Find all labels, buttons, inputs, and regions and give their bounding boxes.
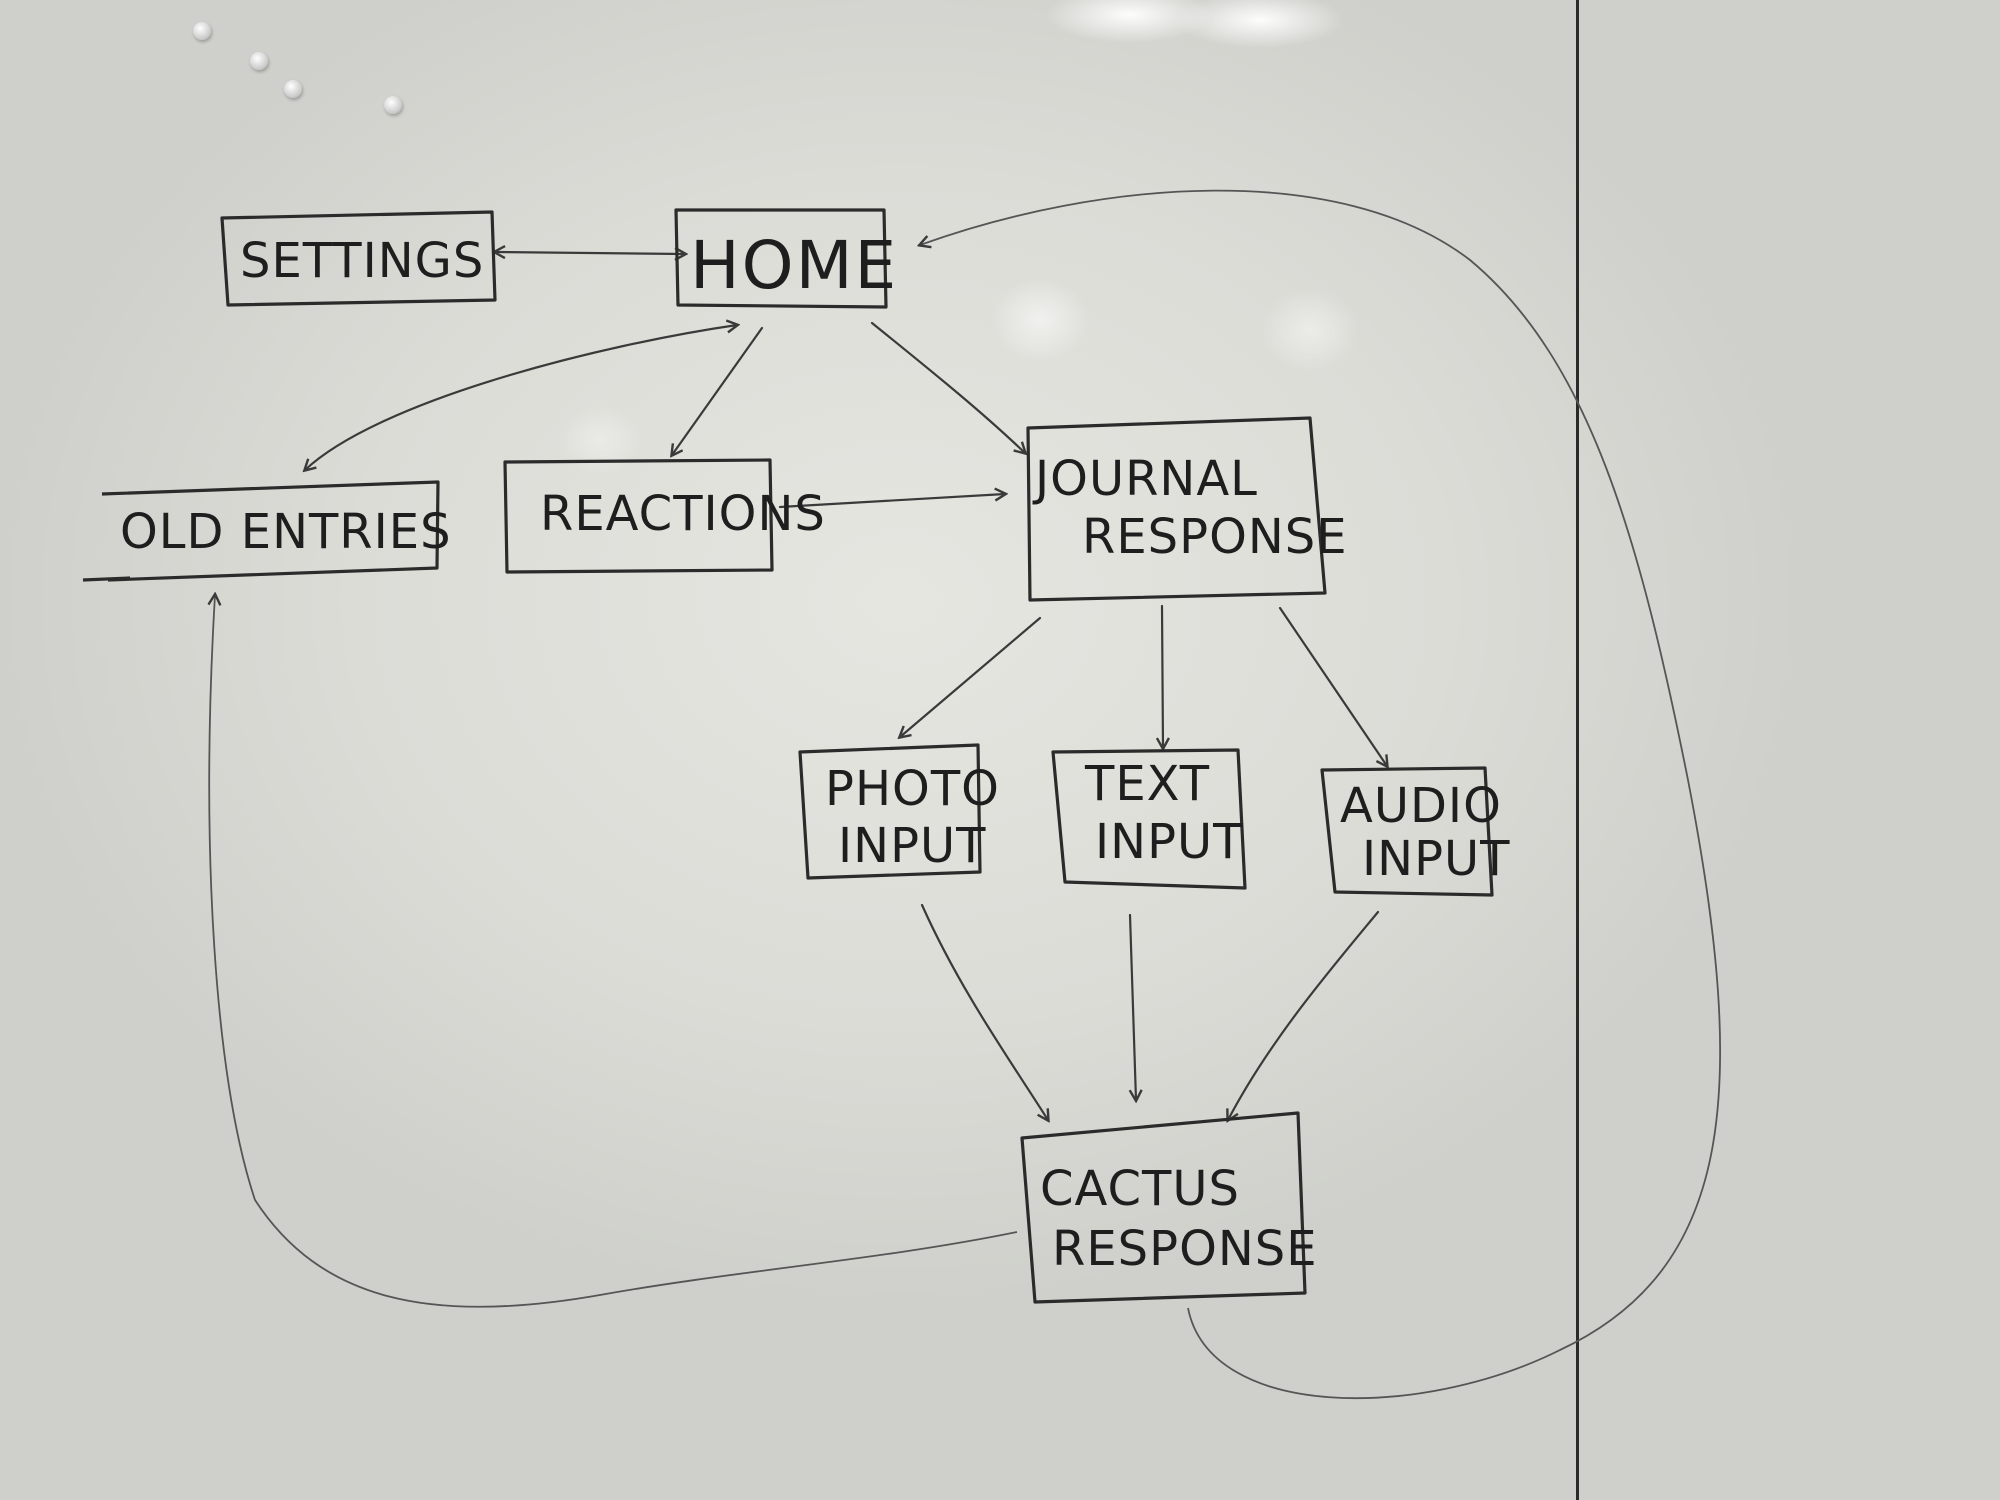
node-label-cactus-line2: RESPONSE	[1052, 1221, 1318, 1277]
node-label-photo-line2: INPUT	[838, 818, 986, 874]
node-box-underline	[82, 576, 131, 582]
board-panel-seam	[1576, 0, 1579, 1500]
edge-journal-photo	[900, 616, 1042, 737]
magnet	[284, 80, 302, 98]
edges	[209, 189, 1722, 1400]
edge-cactus-old-entries	[209, 595, 1018, 1308]
node-old-entries: OLD ENTRIES	[82, 480, 452, 582]
node-label-reactions: REACTIONS	[540, 486, 826, 542]
node-reactions: REACTIONS	[503, 458, 826, 574]
node-cactus-response: CACTUS RESPONSE	[1020, 1111, 1318, 1304]
node-label-journal-line2: RESPONSE	[1082, 509, 1348, 565]
edge-cactus-home	[920, 189, 1722, 1400]
node-label-settings: SETTINGS	[240, 233, 484, 289]
node-settings: SETTINGS	[220, 210, 497, 307]
magnet	[193, 22, 211, 40]
node-label-photo-line1: PHOTO	[825, 761, 1000, 817]
node-label-old-entries: OLD ENTRIES	[120, 504, 452, 560]
node-label-text-line1: TEXT	[1084, 756, 1210, 812]
edge-home-reactions	[672, 326, 764, 455]
node-home: HOME	[674, 208, 898, 309]
node-box	[674, 208, 888, 309]
node-box	[1051, 748, 1247, 890]
node-photo-input: PHOTO INPUT	[798, 743, 1000, 880]
edge-reactions-journal	[778, 494, 1005, 509]
node-label-home: HOME	[690, 227, 898, 304]
node-label-text-line2: INPUT	[1095, 814, 1243, 870]
edge-home-journal	[870, 321, 1025, 453]
magnet	[384, 96, 402, 114]
edge-journal-audio	[1278, 606, 1387, 766]
edge-journal-text	[1162, 604, 1163, 748]
node-label-audio-line2: INPUT	[1362, 831, 1510, 887]
node-box	[1320, 766, 1494, 897]
magnet	[250, 52, 268, 70]
node-box	[798, 743, 982, 880]
node-box	[503, 458, 774, 574]
node-text-input: TEXT INPUT	[1051, 748, 1247, 890]
node-box	[220, 210, 497, 307]
nodes: SETTINGS HOME OLD ENTRIES REACTIONS JOUR…	[82, 208, 1510, 1304]
node-box	[1020, 1111, 1307, 1304]
edge-audio-cactus	[1228, 910, 1380, 1120]
node-label-cactus-line1: CACTUS	[1040, 1161, 1240, 1217]
node-label-audio-line1: AUDIO	[1340, 778, 1502, 834]
node-audio-input: AUDIO INPUT	[1320, 766, 1510, 897]
edge-photo-cactus	[920, 903, 1048, 1120]
node-box	[101, 480, 440, 582]
edge-settings-home	[495, 252, 685, 254]
edge-home-old-entries	[305, 325, 737, 470]
node-journal-response: JOURNAL RESPONSE	[1026, 416, 1348, 602]
node-box	[1026, 416, 1327, 602]
edge-text-cactus	[1130, 913, 1136, 1100]
node-label-journal-line1: JOURNAL	[1032, 451, 1258, 507]
